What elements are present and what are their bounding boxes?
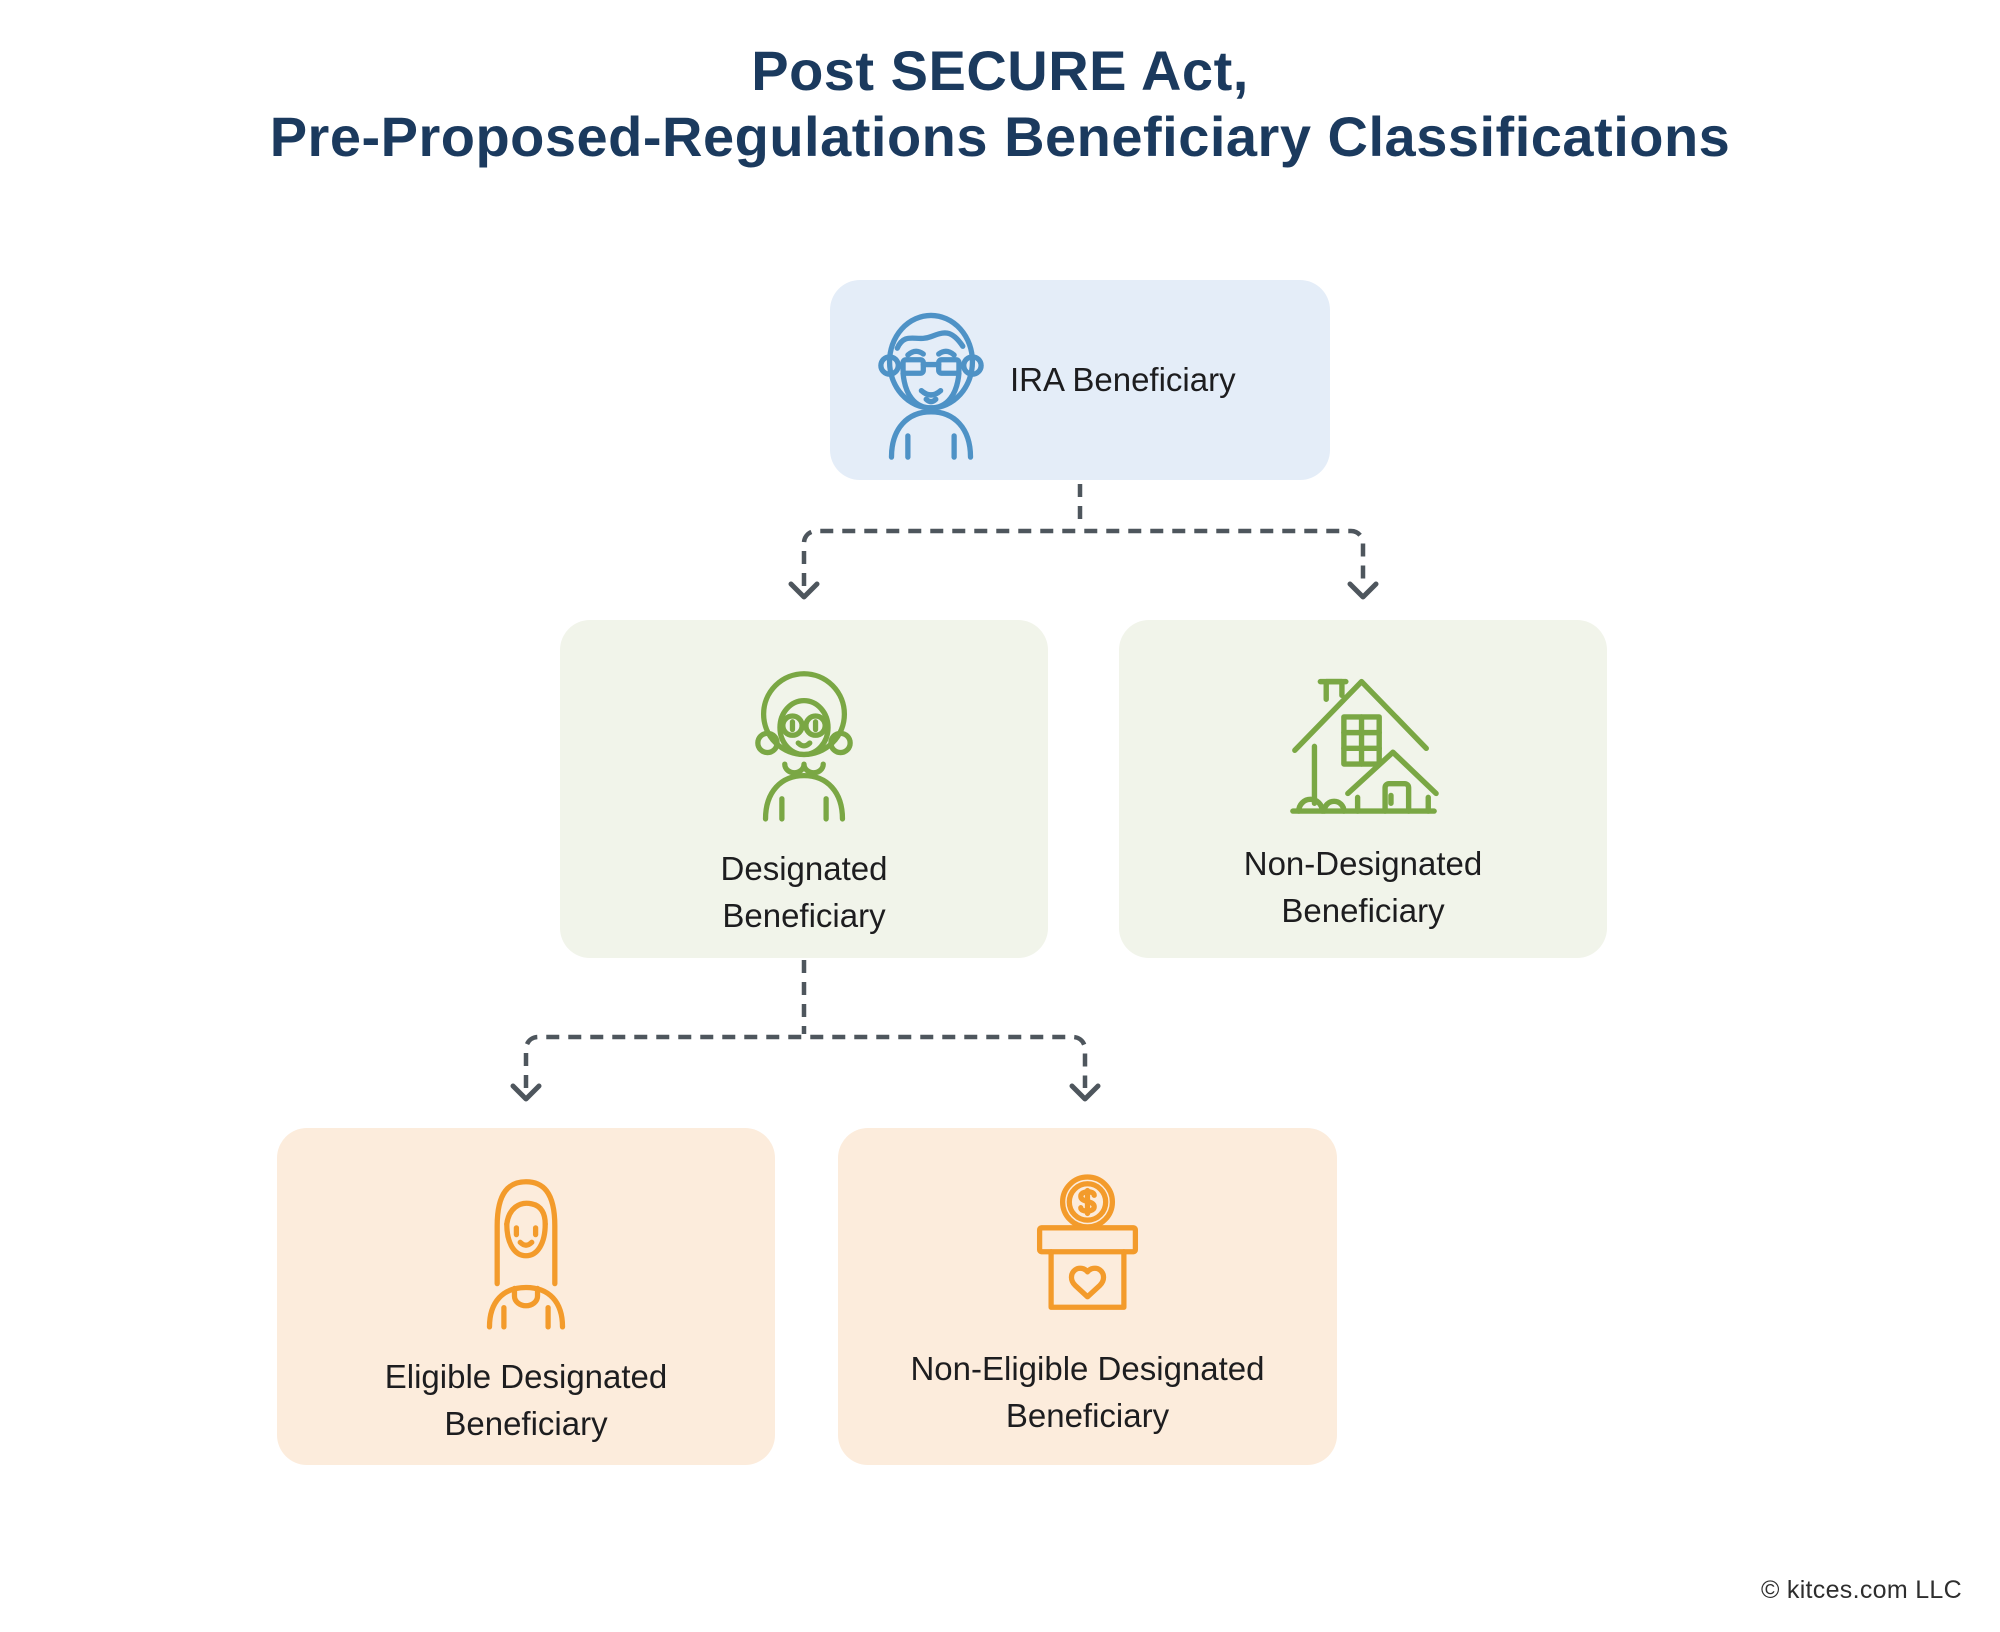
node-designated-beneficiary: Designated Beneficiary	[560, 620, 1048, 958]
node-label-designated-beneficiary: Designated Beneficiary	[720, 850, 888, 934]
node-label-eligible-designated-beneficiary: Eligible Designated Beneficiary	[384, 1358, 668, 1442]
donation-box-icon	[1031, 1170, 1144, 1322]
page-title-line1: Post SECURE Act,	[751, 39, 1249, 102]
copyright-text: © kitces.com LLC	[1760, 1576, 1962, 1604]
house-icon	[1285, 662, 1442, 817]
page-title: Post SECURE Act, Pre-Proposed-Regulation…	[0, 38, 2000, 170]
node-non-eligible-designated-beneficiary: Non-Eligible Designated Beneficiary	[838, 1128, 1337, 1465]
node-ira-beneficiary: IRA Beneficiary	[830, 280, 1330, 480]
page-title-line2: Pre-Proposed-Regulations Beneficiary Cla…	[269, 105, 1731, 169]
elderly-woman-icon	[754, 662, 854, 822]
node-label-ira-beneficiary: IRA Beneficiary	[1010, 361, 1236, 398]
node-non-designated-beneficiary: Non-Designated Beneficiary	[1119, 620, 1607, 958]
elderly-man-icon	[878, 300, 984, 460]
node-eligible-designated-beneficiary: Eligible Designated Beneficiary	[277, 1128, 775, 1465]
node-label-non-eligible-designated-beneficiary: Non-Eligible Designated Beneficiary	[910, 1350, 1265, 1434]
node-label-non-designated-beneficiary: Non-Designated Beneficiary	[1243, 845, 1483, 929]
woman-icon	[477, 1170, 575, 1330]
